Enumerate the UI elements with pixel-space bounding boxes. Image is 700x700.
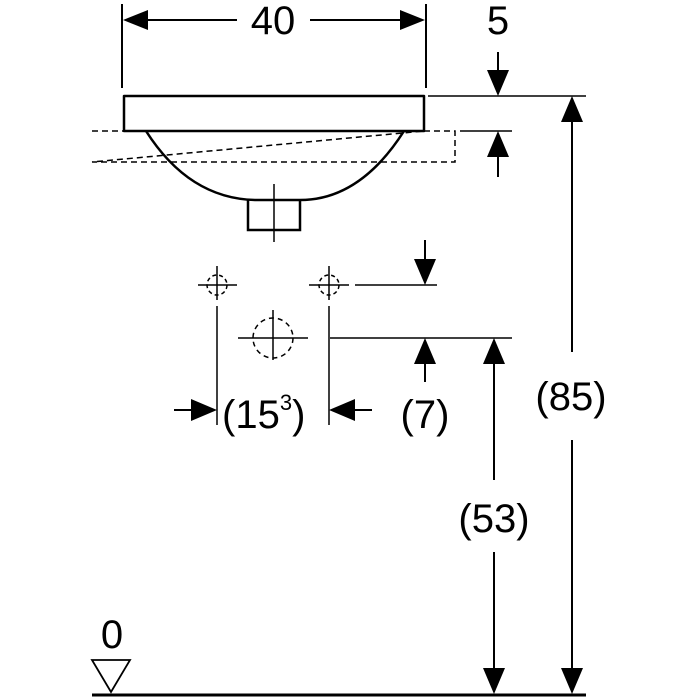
- basin-bowl: [144, 130, 406, 202]
- rim-arrow-down: [487, 70, 509, 96]
- countertop-dashed: [91, 130, 456, 163]
- rim-thickness-label: 5: [487, 0, 509, 43]
- drain-height-label: (53): [458, 497, 529, 541]
- width-label: 40: [251, 0, 296, 43]
- drain-height-arrow-up: [483, 338, 505, 364]
- tap-spacing-base: (15: [222, 393, 280, 437]
- tap-spacing-sup: 3: [280, 390, 292, 415]
- basin-rim: [122, 94, 426, 133]
- tap-spacing-label: (153): [222, 390, 305, 437]
- tap-hole-left: [198, 266, 237, 300]
- overall-height-label: (85): [535, 375, 606, 419]
- tap-hole-right: [309, 266, 349, 300]
- overall-arrow-down: [561, 668, 583, 694]
- tap-offset-arrow-up: [414, 338, 436, 364]
- tap-offset-arrow-down: [414, 259, 436, 285]
- tap-offset-label: (7): [401, 393, 450, 437]
- rim-arrow-up: [487, 131, 509, 157]
- tap-spacing-arrow-left: [191, 399, 217, 421]
- width-arrow-left: [123, 10, 148, 30]
- floor-level-triangle: [90, 659, 132, 694]
- drain-position-marker: [238, 310, 308, 360]
- overall-arrow-up: [561, 96, 583, 122]
- width-arrow-right: [400, 10, 425, 30]
- drain-height-arrow-down: [483, 668, 505, 694]
- width-dimension: [121, 4, 427, 88]
- tap-spacing-close: ): [292, 393, 305, 437]
- tap-spacing-arrow-right: [329, 399, 355, 421]
- floor-level-label: 0: [101, 613, 123, 657]
